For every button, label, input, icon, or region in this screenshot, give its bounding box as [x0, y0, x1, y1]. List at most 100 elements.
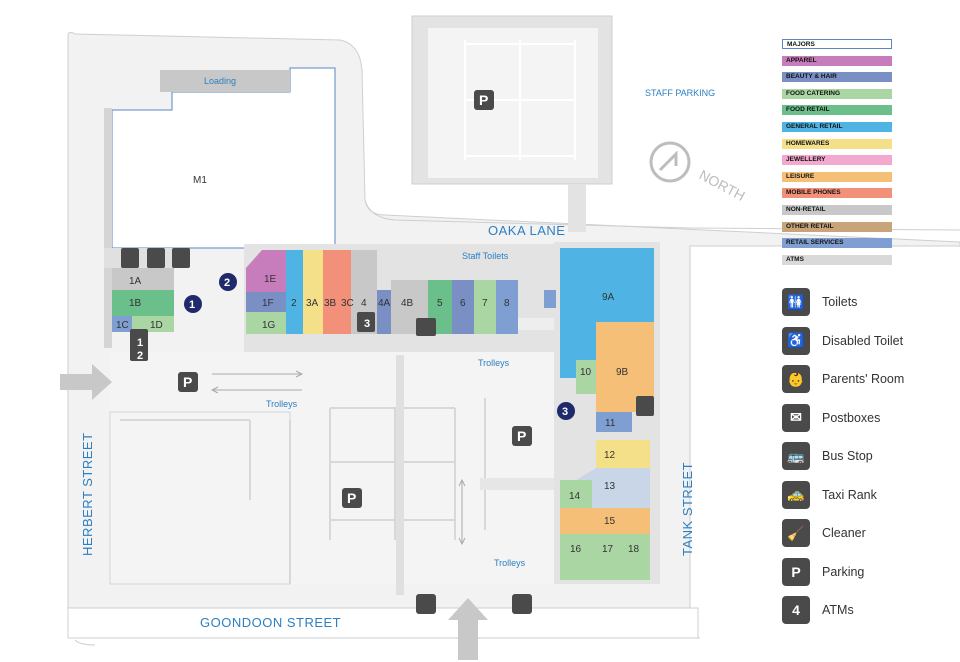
key-row-toilets: 🚻 Toilets	[782, 288, 857, 316]
label-13: 13	[604, 481, 616, 492]
legend-item-atms: ATMS	[782, 254, 892, 265]
key-row-disabled-toilet: ♿ Disabled Toilet	[782, 326, 904, 355]
entrance-3-marker	[557, 402, 575, 420]
key-label: ATMs	[822, 603, 854, 617]
main-carpark	[109, 352, 556, 595]
entrance-2-marker	[219, 273, 237, 291]
staff-carpark	[411, 15, 613, 232]
disabled-toilet-icon	[172, 248, 190, 268]
key-row-postbox: ✉ Postboxes	[782, 403, 881, 432]
entrance-3-label: 3	[562, 406, 568, 418]
atm-icon: 4	[782, 596, 810, 624]
parking-icon	[342, 488, 362, 508]
legend-item-non-retail: NON-RETAIL	[782, 205, 892, 215]
key-label: Parking	[822, 564, 865, 579]
label-15: 15	[604, 516, 616, 527]
label-18: 18	[628, 544, 640, 555]
road-curb-bottom	[68, 637, 700, 646]
label-14: 14	[569, 491, 581, 502]
traffic-arrows	[210, 370, 466, 546]
parking-icon	[512, 426, 532, 446]
key-row-parents-room: 👶 Parents' Room	[782, 365, 904, 393]
key-label: Cleaner	[822, 526, 866, 540]
legend-item-homewares: HOMEWARES	[782, 138, 892, 149]
trolleys-label-3: Trolleys	[494, 558, 526, 568]
arcade-shops	[244, 244, 564, 352]
label-3c: 3C	[341, 298, 354, 309]
key-label: Toilets	[822, 295, 858, 309]
legend-item-retail-services: RETAIL SERVICES	[782, 238, 892, 249]
oaka-lane-label: OAKA LANE	[488, 223, 565, 238]
parents-room-icon: 👶	[782, 365, 810, 393]
shop-m1[interactable]	[104, 67, 336, 348]
key-row-taxi-rank: 🚕 Taxi Rank	[782, 480, 877, 509]
legend-item-food-catering: FOOD CATERING	[782, 88, 892, 99]
atm-icon	[130, 329, 148, 361]
oaka-lane-road	[364, 199, 960, 231]
parking-signs: P P P P	[178, 90, 532, 508]
shop-labels: M1 1A 1B 1C 1D 1E 1F 1G 2 3A 3B 3C 4 4A …	[116, 175, 640, 555]
label-1d: 1D	[150, 320, 163, 331]
loading-label: Loading	[204, 76, 236, 86]
label-16: 16	[570, 544, 582, 555]
bus-stop-icon: 🚌	[782, 442, 810, 470]
label-9a: 9A	[602, 292, 615, 303]
taxi-rank-icon: 🚕	[782, 480, 810, 509]
atm-1-number: 1	[137, 337, 143, 349]
legend-item-other-retail: OTHER RETAIL	[782, 221, 892, 232]
svg-text:P: P	[347, 490, 356, 506]
bus-stop-icon	[512, 594, 532, 614]
goondoon-street-road	[67, 607, 699, 639]
key-label: Postboxes	[822, 410, 881, 425]
goondoon-street-label: GOONDOON STREET	[200, 615, 341, 630]
key-label: Bus Stop	[822, 449, 873, 463]
label-5: 5	[437, 298, 443, 309]
legend-item-food-retail: FOOD RETAIL	[782, 105, 892, 116]
label-1b: 1B	[129, 298, 142, 309]
toilets-icon: 🚻	[782, 288, 810, 316]
trolleys-label-2: Trolleys	[266, 399, 298, 409]
key-label: Parents' Room	[822, 372, 905, 386]
label-1g: 1G	[262, 320, 276, 331]
svg-text:P: P	[183, 374, 192, 390]
key-row-cleaner: 🧹Cleaner	[782, 519, 866, 547]
parking-icon: P	[782, 557, 810, 586]
parking-icon	[474, 90, 494, 110]
label-3a: 3A	[306, 298, 319, 309]
label-10: 10	[580, 367, 592, 378]
disabled-toilet-icon: ♿	[782, 326, 810, 355]
staff-parking-label: STAFF PARKING	[645, 88, 715, 98]
label-12: 12	[604, 450, 616, 461]
atm-3-number: 3	[364, 318, 370, 330]
key-row-parking: P Parking	[782, 557, 865, 586]
map-facilities: 1 2 3	[121, 248, 654, 614]
legend-item-apparel: APPAREL	[782, 55, 892, 66]
atm-icon	[357, 312, 375, 332]
entrance-1-marker	[184, 295, 202, 313]
postbox-icon	[416, 318, 436, 336]
legend-item-mobile-phones: MOBILE PHONES	[782, 188, 892, 199]
label-2: 2	[291, 298, 297, 309]
svg-text:P: P	[517, 428, 526, 444]
label-1a: 1A	[129, 276, 142, 287]
parking-icon	[178, 372, 198, 392]
toilets-icon	[636, 396, 654, 416]
legend-item-general-retail: GENERAL RETAIL	[782, 122, 892, 132]
postbox-icon: ✉	[782, 403, 810, 432]
atm-2-number: 2	[137, 350, 143, 362]
label-17: 17	[602, 544, 614, 555]
key-row-atm: 4 ATMs	[782, 596, 854, 624]
label-1f: 1F	[262, 298, 274, 309]
label-11: 11	[605, 418, 616, 429]
key-label: Disabled Toilet	[822, 333, 904, 348]
entrance-2-label: 2	[224, 277, 230, 289]
label-8: 8	[504, 298, 510, 309]
svg-text:P: P	[479, 92, 488, 108]
label-7: 7	[482, 298, 488, 309]
key-label: Taxi Rank	[822, 487, 877, 502]
legend-item-leisure: LEISURE	[782, 171, 892, 182]
label-9b: 9B	[616, 367, 629, 378]
entry-arrows	[60, 364, 488, 660]
trolleys-label-1: Trolleys	[478, 358, 510, 368]
